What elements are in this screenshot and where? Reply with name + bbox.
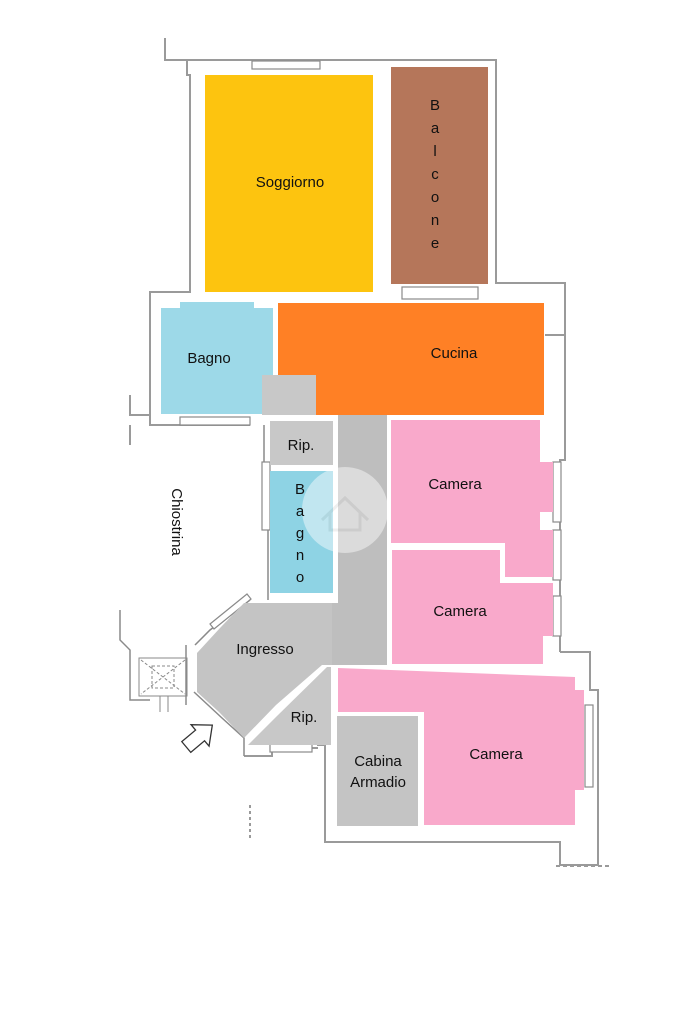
room-camera-2 (392, 550, 553, 664)
label-camera-1: Camera (428, 476, 482, 493)
label-chiostrina: Chiostrina (168, 488, 185, 556)
balcone-letter: l (433, 143, 436, 160)
corridor (332, 415, 387, 665)
room-camera-3 (338, 668, 584, 825)
closet-cell (262, 375, 316, 415)
room-cabina-armadio (337, 716, 418, 826)
bagno-letter: a (296, 503, 305, 520)
bagno-letter: B (295, 481, 305, 498)
stair-shaft (138, 657, 188, 712)
label-ingresso: Ingresso (236, 641, 294, 658)
room-camera-1 (391, 420, 553, 577)
room-soggiorno (205, 75, 373, 292)
label-rip-2: Rip. (291, 709, 318, 726)
label-camera-3: Camera (469, 746, 523, 763)
balcone-letter: c (431, 166, 439, 183)
label-camera-2: Camera (433, 603, 487, 620)
label-cabina: Cabina (354, 753, 402, 770)
bagno-letter: g (296, 525, 304, 542)
label-bagno-1: Bagno (187, 350, 230, 367)
logo-watermark-icon (302, 467, 388, 553)
bagno-letter: o (296, 569, 304, 586)
room-balcone (391, 67, 488, 284)
balcone-letter: e (431, 235, 439, 252)
balcone-letter: B (430, 97, 440, 114)
windows (179, 60, 594, 788)
entrance-arrow-icon (180, 724, 214, 754)
label-soggiorno: Soggiorno (256, 174, 324, 191)
label-cucina: Cucina (431, 345, 478, 362)
room-rip-2 (248, 667, 331, 745)
label-balcone: B a l c o n e (430, 97, 440, 252)
walls (129, 38, 612, 867)
room-bagno-2 (270, 471, 333, 593)
balcone-letter: n (431, 212, 439, 229)
room-bagno-1 (161, 302, 273, 414)
balcone-letter: a (431, 120, 440, 137)
bagno-letter: n (296, 547, 304, 564)
room-rip-1 (270, 421, 333, 465)
balcone-letter: o (431, 189, 439, 206)
label-rip-1: Rip. (288, 437, 315, 454)
room-ingresso (197, 603, 332, 738)
room-cucina (278, 303, 544, 415)
label-armadio: Armadio (350, 774, 406, 791)
label-bagno-2: B a g n o (295, 481, 305, 586)
